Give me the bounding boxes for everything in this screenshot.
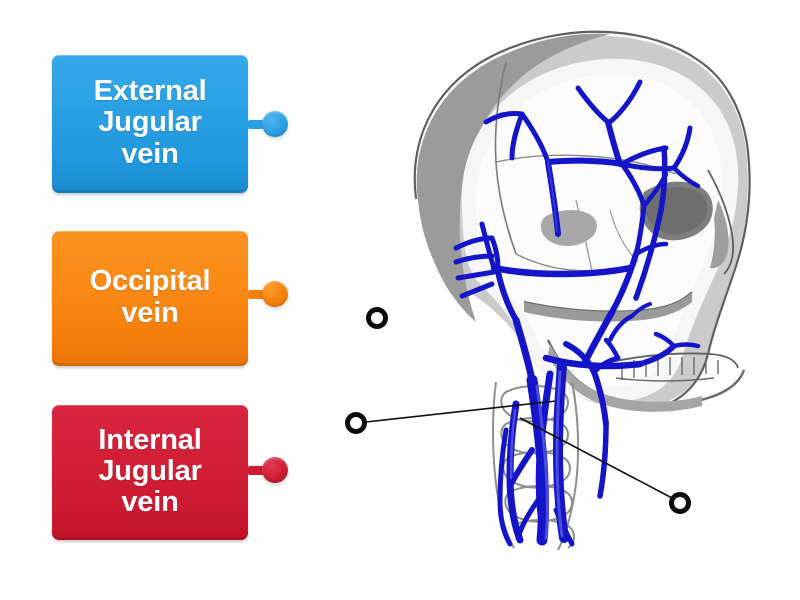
vein-occipital-trunk xyxy=(490,264,634,278)
vein-occipital-f1 xyxy=(453,235,495,251)
vein-occipital-up xyxy=(479,221,497,271)
label-text-external-jugular-vein: External Jugular vein xyxy=(93,75,207,170)
label-card-external-jugular-vein[interactable]: External Jugular vein xyxy=(52,55,248,193)
vein-facial-mid xyxy=(609,251,639,315)
vein-angular xyxy=(633,145,668,301)
drop-target-marker-3[interactable] xyxy=(669,492,691,514)
drop-target-marker-2[interactable] xyxy=(345,412,367,434)
label-card-internal-jugular-vein[interactable]: Internal Jugular vein xyxy=(52,405,248,540)
label-text-internal-jugular-vein: Internal Jugular vein xyxy=(98,423,202,519)
vein-vertex-trunk xyxy=(605,119,623,167)
vein-facial-upper xyxy=(633,203,647,257)
vein-temporal-r xyxy=(671,165,701,189)
skull-rim-shade xyxy=(416,33,610,322)
vein-temporal-up xyxy=(671,125,693,171)
vein-terminal-branch xyxy=(553,507,575,547)
vein-frontal-tip xyxy=(483,111,525,125)
vein-branch-lateral-hook xyxy=(603,337,621,361)
vein-anterior-jugular-small xyxy=(497,427,513,547)
vein-ear-branch xyxy=(607,313,635,343)
vein-frontal-a xyxy=(509,111,525,161)
vein-common-facial xyxy=(563,341,597,375)
vein-occipital-f3 xyxy=(455,269,497,281)
connector-knob-internal-jugular-vein[interactable] xyxy=(262,457,288,483)
vein-vertex-right xyxy=(607,79,643,125)
zygomatic-arch-shade xyxy=(524,292,692,322)
vein-thyroid xyxy=(597,421,609,499)
label-text-occipital-vein: Occipital vein xyxy=(89,265,211,329)
vein-maxillary xyxy=(671,342,701,349)
vein-ear-branch-b xyxy=(630,302,652,318)
drop-target-marker-1[interactable] xyxy=(366,307,388,329)
vein-retromandibular-up xyxy=(637,343,677,367)
vein-posterior-auricular xyxy=(495,269,519,323)
vein-temporal-top xyxy=(619,161,677,172)
vein-frontal-b xyxy=(519,111,551,165)
connector-knob-occipital-vein[interactable] xyxy=(262,281,288,307)
vein-parietal-desc xyxy=(619,161,647,209)
vein-vertex-left xyxy=(575,85,611,125)
vein-parietal-horizontal xyxy=(545,157,625,167)
nasal-bridge-outline xyxy=(707,169,735,275)
vein-cross-branch-2 xyxy=(515,497,541,541)
vein-occipital-f4 xyxy=(459,281,495,299)
label-card-occipital-vein[interactable]: Occipital vein xyxy=(52,231,248,366)
maxilla-outline xyxy=(609,352,739,369)
skull-outline-top xyxy=(413,30,751,408)
connector-knob-external-jugular-vein[interactable] xyxy=(262,111,288,137)
skull-veins-diagram xyxy=(413,30,751,551)
nasal-aperture xyxy=(710,200,729,269)
mandible-shade xyxy=(548,344,702,412)
